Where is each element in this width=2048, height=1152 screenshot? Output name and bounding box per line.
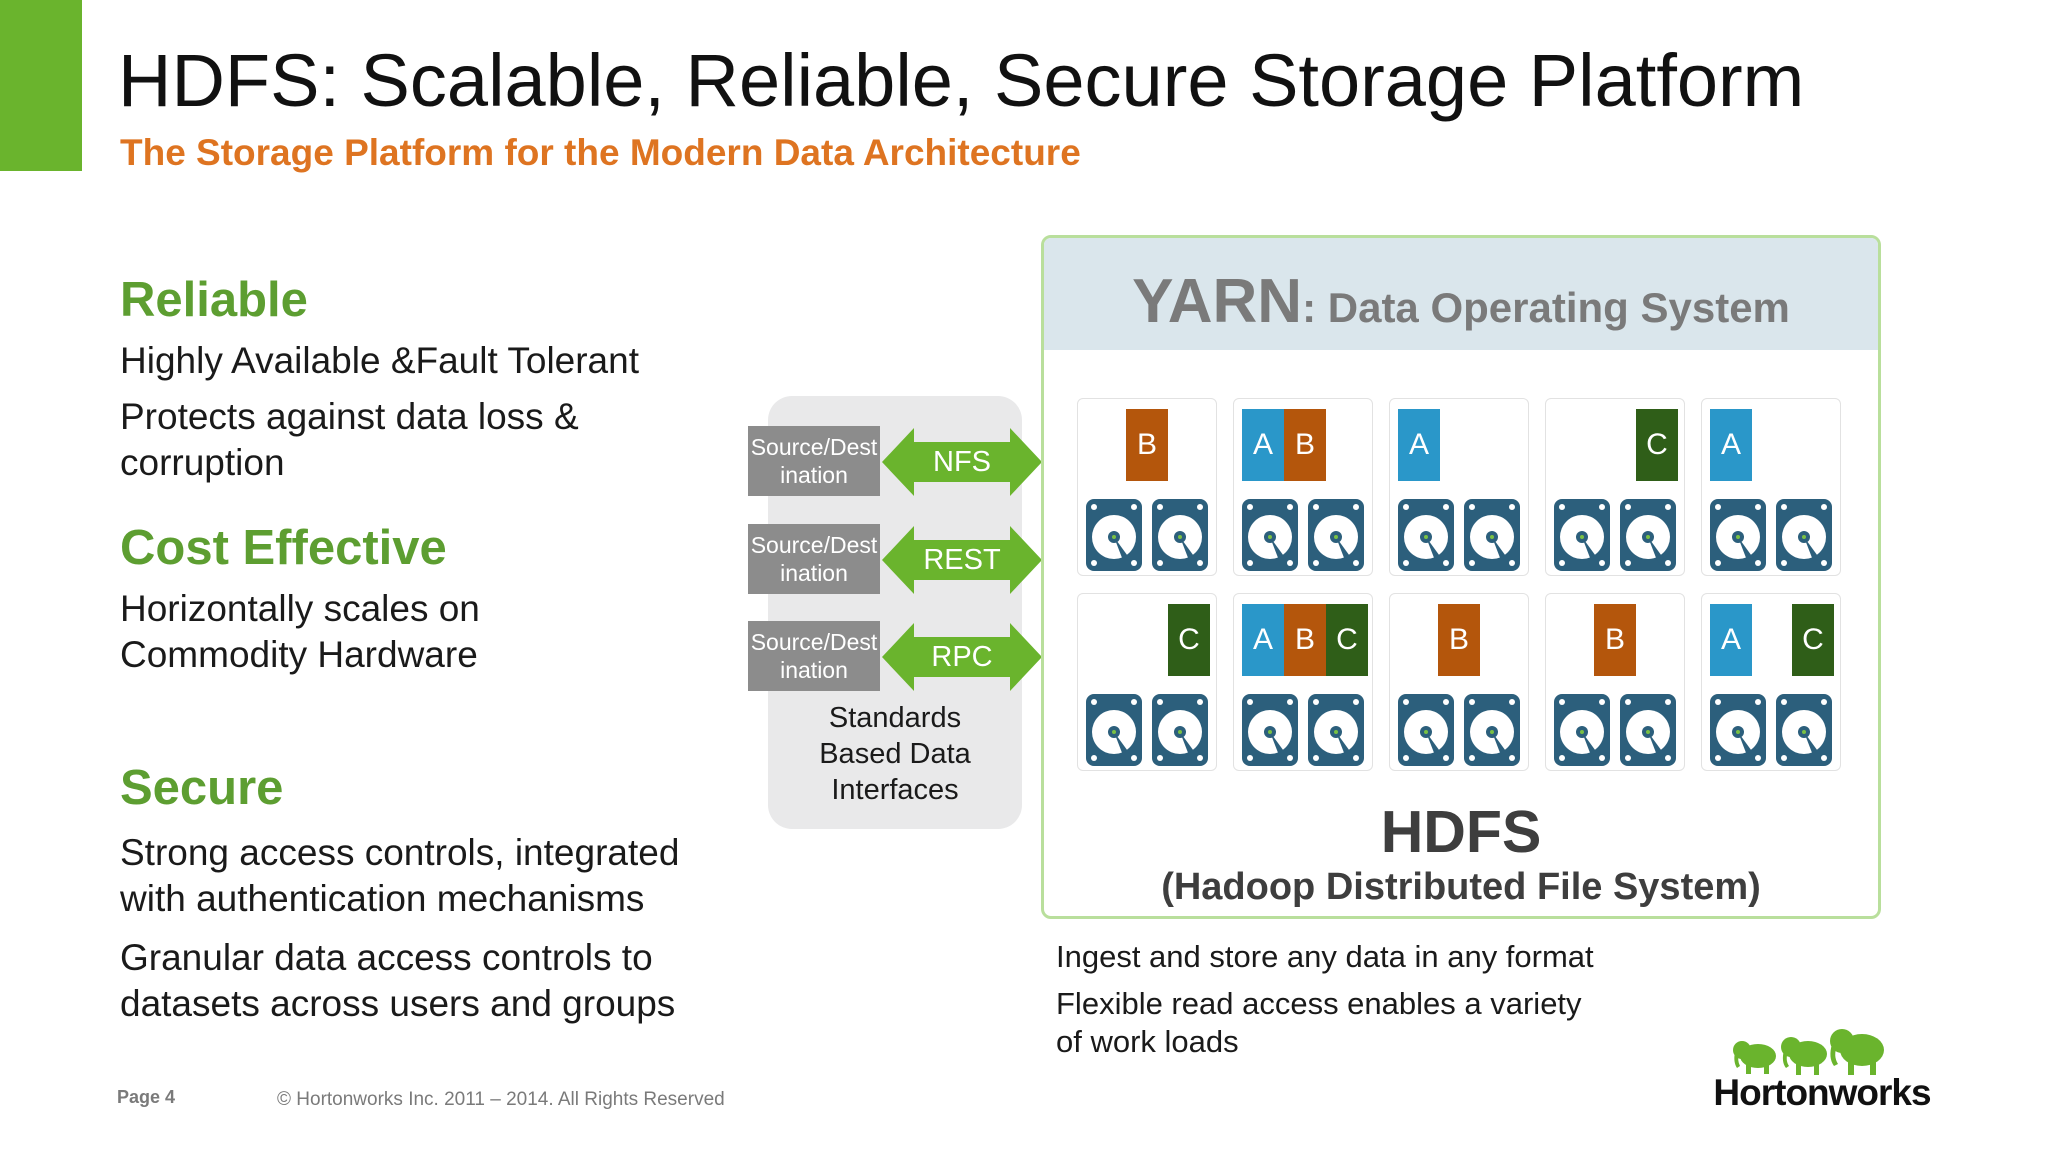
hdfs-subtitle: (Hadoop Distributed File System) <box>1161 866 1761 908</box>
cost-heading: Cost Effective <box>120 521 447 575</box>
source-destination-box: Source/Dest ination <box>748 524 880 594</box>
cost-line: Commodity Hardware <box>120 634 478 675</box>
data-block: A <box>1398 409 1440 481</box>
interfaces-caption: Standards Based Data Interfaces <box>768 700 1022 808</box>
secure-line: Granular data access controls to <box>120 937 653 978</box>
rpc-arrow-icon: RPC <box>882 623 1042 691</box>
reliable-line: Protects against data loss & <box>120 396 579 437</box>
slide-subtitle: The Storage Platform for the Modern Data… <box>120 132 1081 173</box>
elephant-herd-icon <box>1733 1029 1884 1075</box>
data-block: B <box>1284 604 1326 676</box>
data-block: A <box>1242 604 1284 676</box>
nfs-arrow-icon: NFS <box>882 428 1042 496</box>
data-node: C <box>1545 398 1685 576</box>
data-block: B <box>1126 409 1168 481</box>
source-label: Source/Dest <box>750 532 878 558</box>
source-label: Source/Dest <box>750 434 878 460</box>
hard-disk-icon <box>1242 499 1298 571</box>
source-label: ination <box>780 462 848 488</box>
data-node: C <box>1077 593 1217 771</box>
data-block: C <box>1792 604 1834 676</box>
hard-disk-icon <box>1464 694 1520 766</box>
data-node: B <box>1545 593 1685 771</box>
data-block: A <box>1710 409 1752 481</box>
hard-disk-icon <box>1308 499 1364 571</box>
source-destination-box: Source/Dest ination <box>748 621 880 691</box>
secure-line: datasets across users and groups <box>120 983 676 1024</box>
data-node: A <box>1389 398 1529 576</box>
hard-disk-icon <box>1620 694 1676 766</box>
hard-disk-icon <box>1398 499 1454 571</box>
secure-line: with authentication mechanisms <box>120 878 645 919</box>
reliable-line: Highly Available &Fault Tolerant <box>120 340 639 381</box>
source-label: ination <box>780 560 848 586</box>
hard-disk-icon <box>1086 499 1142 571</box>
secure-heading: Secure <box>120 761 284 815</box>
hard-disk-icon <box>1554 499 1610 571</box>
data-node: A <box>1701 398 1841 576</box>
caption-line: Standards <box>828 702 962 734</box>
yarn-title: YARN: Data Operating System <box>1044 266 1878 337</box>
hortonworks-logo: Hortonworks <box>1712 1022 1932 1114</box>
caption-line: Based Data <box>819 738 971 770</box>
data-block: C <box>1168 604 1210 676</box>
reliable-heading: Reliable <box>120 273 308 327</box>
protocol-label: NFS <box>933 446 991 478</box>
flexible-bullet: of work loads <box>1056 1024 1239 1059</box>
cost-line: Horizontally scales on <box>120 588 480 629</box>
source-label: Source/Dest <box>750 629 878 655</box>
data-block: A <box>1242 409 1284 481</box>
secure-line: Strong access controls, integrated <box>120 832 680 873</box>
protocol-label: RPC <box>931 641 993 673</box>
hard-disk-icon <box>1554 694 1610 766</box>
source-label: ination <box>780 657 848 683</box>
hdfs-title: HDFS <box>1380 799 1542 865</box>
ingest-bullet: Ingest and store any data in any format <box>1056 939 1594 974</box>
logo-text: Hortonworks <box>1713 1072 1931 1113</box>
data-block: B <box>1594 604 1636 676</box>
page-number: Page 4 <box>117 1087 176 1107</box>
hard-disk-icon <box>1308 694 1364 766</box>
data-block: B <box>1284 409 1326 481</box>
yarn-label: YARN <box>1132 267 1303 336</box>
hard-disk-icon <box>1152 694 1208 766</box>
hard-disk-icon <box>1710 694 1766 766</box>
hard-disk-icon <box>1398 694 1454 766</box>
protocol-label: REST <box>923 544 1001 576</box>
hard-disk-icon <box>1242 694 1298 766</box>
hard-disk-icon <box>1776 694 1832 766</box>
hard-disk-icon <box>1710 499 1766 571</box>
accent-bar <box>0 0 82 171</box>
data-block: C <box>1326 604 1368 676</box>
data-node: B <box>1077 398 1217 576</box>
reliable-line: corruption <box>120 442 285 483</box>
flexible-bullet: Flexible read access enables a variety <box>1056 986 1582 1021</box>
slide-title: HDFS: Scalable, Reliable, Secure Storage… <box>118 39 1805 122</box>
data-node: B <box>1389 593 1529 771</box>
source-destination-box: Source/Dest ination <box>748 426 880 496</box>
yarn-band: YARN: Data Operating System <box>1044 238 1878 350</box>
hard-disk-icon <box>1086 694 1142 766</box>
hard-disk-icon <box>1776 499 1832 571</box>
hard-disk-icon <box>1152 499 1208 571</box>
yarn-description: : Data Operating System <box>1302 284 1790 331</box>
rest-arrow-icon: REST <box>882 526 1042 594</box>
data-block: C <box>1636 409 1678 481</box>
data-block: B <box>1438 604 1480 676</box>
copyright-text: © Hortonworks Inc. 2011 – 2014. All Righ… <box>277 1089 725 1110</box>
hard-disk-icon <box>1464 499 1520 571</box>
caption-line: Interfaces <box>831 774 959 806</box>
data-block: A <box>1710 604 1752 676</box>
hard-disk-icon <box>1620 499 1676 571</box>
